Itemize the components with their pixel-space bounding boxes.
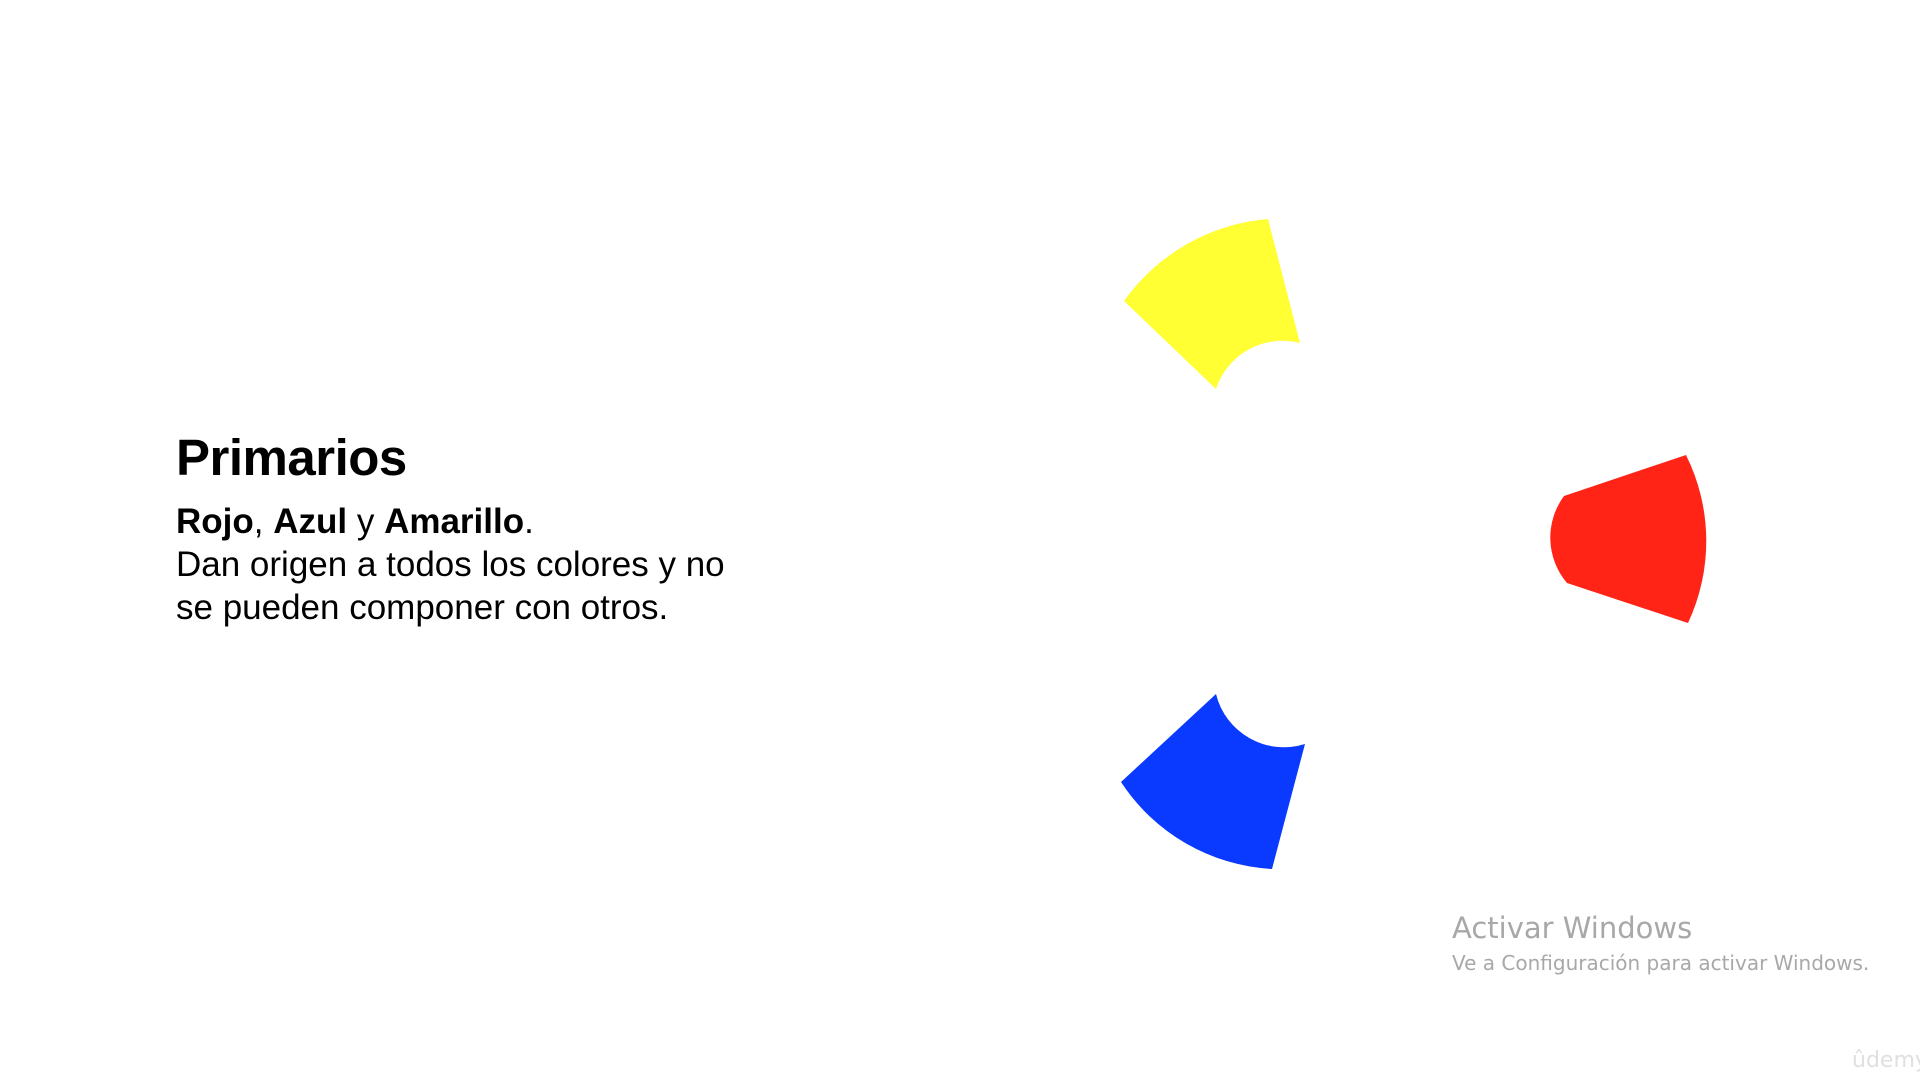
- slide-title: Primarios: [176, 429, 407, 486]
- color-name-red: Rojo: [176, 502, 254, 541]
- udemy-logo: ûdemy: [1852, 1048, 1920, 1073]
- watermark-title: Activar Windows: [1452, 911, 1693, 945]
- watermark-subtitle: Ve a Configuración para activar Windows.: [1452, 951, 1870, 975]
- windows-activation-watermark: Activar Windows Ve a Configuración para …: [1452, 908, 1869, 978]
- blue-segment: [1121, 694, 1305, 869]
- description-line-2: se pueden componer con otros.: [176, 588, 669, 627]
- color-name-blue: Azul: [273, 502, 348, 541]
- red-segment: [1550, 455, 1707, 623]
- primary-colors-list: Rojo, Azul y Amarillo.: [176, 502, 534, 541]
- description-line-1: Dan origen a todos los colores y no: [176, 545, 725, 584]
- slide-text: Primarios Rojo, Azul y Amarillo. Dan ori…: [176, 428, 816, 629]
- yellow-segment: [1124, 219, 1300, 389]
- color-name-yellow: Amarillo: [384, 502, 525, 541]
